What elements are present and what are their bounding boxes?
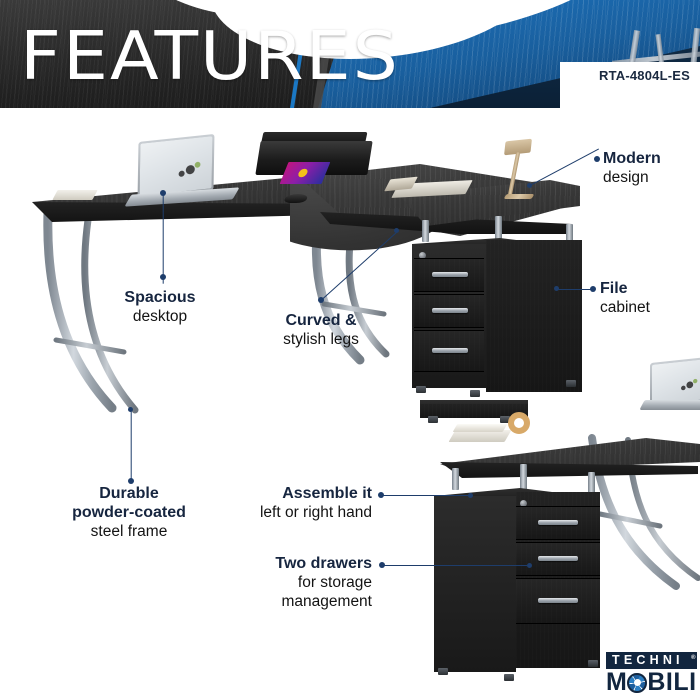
callout-file-line2: cabinet bbox=[600, 299, 650, 316]
secondary-laptop-display bbox=[652, 359, 700, 405]
secondary-drawer-handle-top bbox=[538, 520, 578, 525]
callout-spacious-line1: Spacious bbox=[124, 289, 196, 306]
secondary-magazine-2 bbox=[452, 424, 508, 432]
leader-dot-modern-anchor bbox=[527, 183, 532, 188]
drawer-handle-top bbox=[432, 272, 468, 277]
secondary-post-left bbox=[452, 468, 459, 490]
leader-line-durable bbox=[130, 410, 132, 483]
leader-dot-two-drawers-anchor bbox=[527, 563, 532, 568]
cabinet-post-mid bbox=[495, 216, 502, 240]
leader-line-spacious bbox=[162, 193, 164, 284]
header-banner: FEATURES RTA-4804L-ES bbox=[0, 0, 700, 108]
cabinet-post-left bbox=[422, 220, 429, 242]
brand-logo-mobili-post: BILI bbox=[647, 668, 697, 696]
leader-dot-assemble-anchor bbox=[468, 493, 473, 498]
model-number: RTA-4804L-ES bbox=[598, 68, 690, 83]
leader-dot-durable-text bbox=[128, 478, 134, 484]
secondary-cabinet-lock bbox=[520, 500, 527, 507]
leader-dot-two-drawers-text bbox=[379, 562, 385, 568]
cabinet-post-right bbox=[566, 224, 573, 244]
laptop-screen bbox=[137, 133, 215, 199]
callout-file-cabinet: File cabinet bbox=[600, 279, 696, 317]
leader-dot-curved-text bbox=[318, 297, 324, 303]
leader-dot-file-text bbox=[590, 286, 596, 292]
leader-line-two-drawers bbox=[382, 565, 530, 567]
callout-spacious-line2: desktop bbox=[132, 308, 188, 325]
cabinet-foot-mid bbox=[470, 390, 480, 397]
secondary-desk-edge bbox=[440, 462, 698, 478]
callout-curved-line2: stylish legs bbox=[283, 331, 359, 348]
callout-curved-line1: Curved & bbox=[285, 312, 357, 329]
notebook-on-desk bbox=[52, 190, 98, 200]
callout-durable-line2: powder-coated bbox=[72, 504, 186, 521]
product-illustration-area bbox=[0, 108, 700, 700]
callout-spacious-desktop: Spacious desktop bbox=[90, 288, 230, 326]
callout-durable-line3: steel frame bbox=[90, 523, 168, 540]
cabinet-foot-left bbox=[416, 386, 426, 393]
secondary-post-right bbox=[588, 472, 595, 494]
brand-logo-mobili: M BILI bbox=[606, 670, 697, 695]
cabinet-foot-right bbox=[566, 380, 576, 387]
callout-assemble-line2: left or right hand bbox=[259, 504, 372, 521]
brand-logo: TECHNI ® M BILI bbox=[606, 652, 697, 695]
secondary-drawer-handle-bottom bbox=[538, 598, 578, 603]
callout-modern-line1: Modern bbox=[603, 150, 661, 167]
secondary-foot-mid bbox=[504, 674, 514, 681]
desk-lamp-base bbox=[503, 194, 535, 199]
drawer-handle-middle bbox=[432, 308, 468, 313]
brand-logo-techni-text: TECHNI bbox=[612, 653, 684, 667]
secondary-cabinet-foot-2 bbox=[500, 416, 510, 423]
callout-two-drawers-line1: Two drawers bbox=[275, 555, 372, 572]
callout-modern-line2: design bbox=[603, 169, 649, 186]
secondary-foot-left bbox=[438, 668, 448, 675]
brand-logo-mobili-pre: M bbox=[606, 668, 628, 696]
leader-line-file-cabinet bbox=[557, 289, 593, 291]
secondary-cabinet-slice bbox=[420, 404, 528, 418]
callout-assemble-line1: Assemble it bbox=[282, 485, 372, 502]
laptop-display bbox=[139, 136, 213, 196]
ring-ornament bbox=[508, 412, 530, 434]
secondary-post-mid bbox=[520, 464, 527, 490]
page-title: FEATURES bbox=[20, 17, 400, 96]
aperture-icon bbox=[627, 672, 648, 693]
secondary-cabinet-left-side bbox=[434, 496, 516, 672]
brand-logo-techni: TECHNI ® bbox=[606, 652, 697, 669]
secondary-cabinet-foot bbox=[428, 416, 438, 423]
leader-dot-assemble-text bbox=[378, 492, 384, 498]
header-model-backdrop bbox=[560, 62, 700, 108]
leader-dot-curved-anchor bbox=[394, 228, 399, 233]
callout-curved-legs: Curved & stylish legs bbox=[246, 311, 396, 349]
leader-dot-spacious-text bbox=[160, 274, 166, 280]
secondary-drawer-handle-middle bbox=[538, 556, 578, 561]
secondary-laptop-base bbox=[639, 400, 700, 410]
leader-dot-durable-anchor bbox=[128, 407, 133, 412]
registered-trademark-icon: ® bbox=[691, 655, 696, 661]
callout-durable-frame: Durable powder-coated steel frame bbox=[38, 484, 220, 541]
callout-two-drawers: Two drawers for storage management bbox=[222, 554, 372, 611]
leader-dot-modern-text bbox=[594, 156, 600, 162]
callout-assemble-it: Assemble it left or right hand bbox=[222, 484, 372, 522]
cabinet-lock bbox=[419, 252, 426, 259]
callout-file-line1: File bbox=[600, 280, 628, 297]
leader-dot-file-anchor bbox=[554, 286, 559, 291]
callout-two-drawers-line3: management bbox=[281, 593, 372, 610]
cabinet-front-face bbox=[486, 240, 582, 392]
callout-durable-line1: Durable bbox=[99, 485, 159, 502]
leader-line-assemble bbox=[381, 495, 471, 497]
printer-photo-output bbox=[279, 162, 331, 184]
leader-dot-spacious-anchor bbox=[160, 190, 166, 196]
drawer-handle-bottom bbox=[432, 348, 468, 353]
secondary-foot-right bbox=[588, 660, 598, 667]
callout-modern-design: Modern design bbox=[603, 149, 699, 187]
callout-two-drawers-line2: for storage bbox=[297, 574, 372, 591]
